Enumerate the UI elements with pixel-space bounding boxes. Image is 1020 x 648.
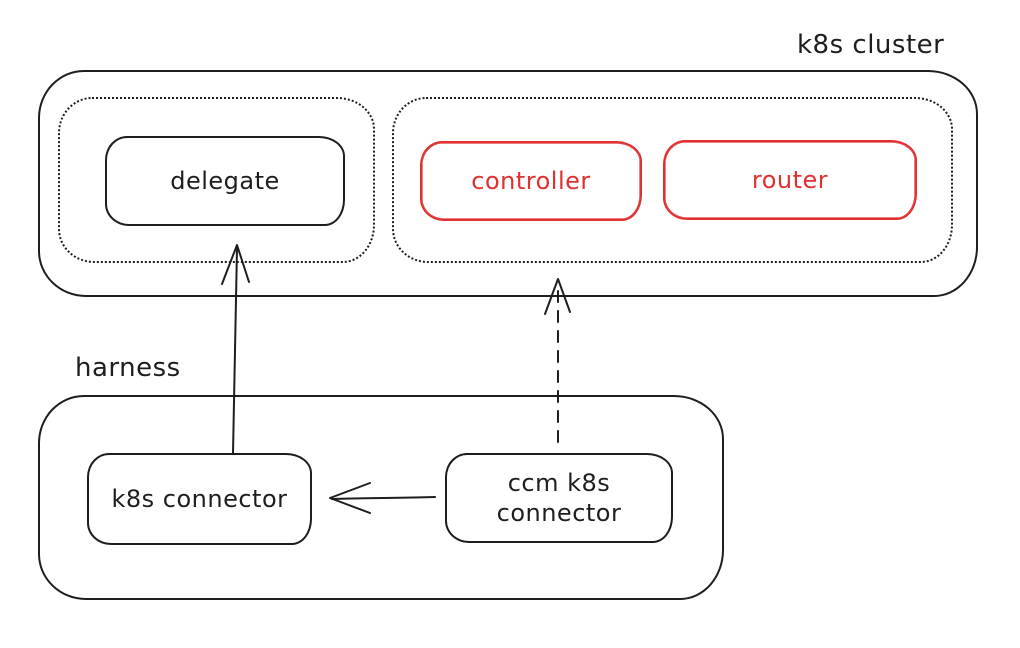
k8s-cluster-label[interactable]: k8s cluster — [797, 30, 945, 60]
node-controller[interactable]: controller — [420, 141, 642, 221]
arrow-ccm-connector-to-cluster-head — [544, 278, 571, 315]
node-delegate-label: delegate — [170, 167, 280, 195]
node-router[interactable]: router — [663, 140, 917, 220]
node-router-label: router — [751, 166, 829, 194]
node-k8s-connector[interactable]: k8s connector — [87, 453, 312, 545]
arrow-k8s-connector-to-delegate-head — [221, 244, 250, 285]
node-k8s-connector-label: k8s connector — [111, 485, 288, 513]
harness-label[interactable]: harness — [75, 353, 181, 383]
arrow-k8s-connector-to-delegate[interactable] — [232, 247, 238, 454]
right-dotted-group-box[interactable] — [392, 97, 953, 263]
node-controller-label: controller — [471, 167, 591, 195]
arrow-ccm-connector-to-k8s-connector[interactable] — [331, 496, 436, 500]
k8s-cluster-box[interactable] — [38, 70, 978, 297]
arrow-ccm-connector-to-k8s-connector-head — [329, 482, 371, 514]
node-delegate[interactable]: delegate — [105, 136, 345, 226]
left-dotted-group-box[interactable] — [58, 97, 375, 263]
node-ccm-k8s-connector[interactable]: ccm k8s connector — [445, 453, 673, 543]
harness-box[interactable] — [38, 395, 724, 600]
node-ccm-k8s-connector-label: ccm k8s connector — [496, 469, 622, 527]
